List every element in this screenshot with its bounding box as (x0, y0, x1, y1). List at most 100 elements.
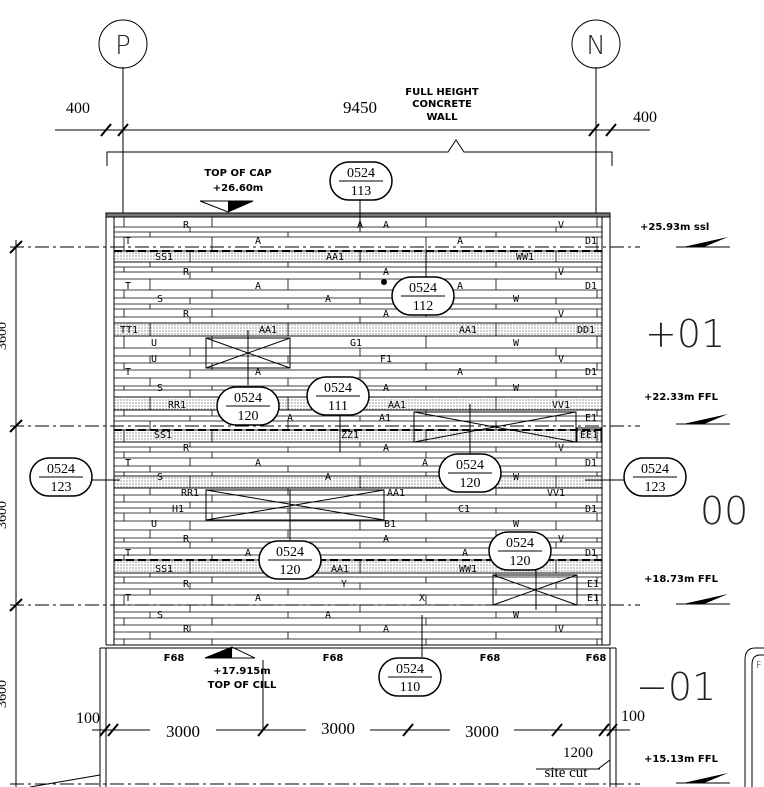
svg-text:+26.60m: +26.60m (213, 183, 263, 194)
panel-letter: W (513, 383, 520, 394)
panel-letter: A (383, 267, 389, 278)
panel-letter: A (383, 309, 389, 320)
svg-text:3600: 3600 (0, 501, 10, 529)
panel-letter: AA1 (387, 488, 405, 499)
panel-letter: R (183, 579, 190, 590)
panel-letter: AA1 (259, 325, 277, 336)
svg-text:3600: 3600 (0, 680, 10, 708)
panel-letter: U (151, 519, 157, 530)
bubble-detail: 111 (328, 399, 348, 414)
panel-letter: R (183, 534, 190, 545)
panel-letter: V (558, 354, 564, 365)
level-ffl-1: +22.33m FFL (644, 392, 719, 403)
panel-letter: A (255, 367, 261, 378)
bubble-detail: 113 (351, 184, 371, 199)
callout-bubble[interactable]: 0524 110 (378, 657, 442, 697)
floor-labels: +01 00 −01 (636, 312, 748, 709)
level-ffl-2: +18.73m FFL (644, 574, 719, 585)
panel-letter: EE1 (580, 430, 598, 441)
panel-letter: A (287, 413, 293, 424)
top-of-cap-marker: TOP OF CAP +26.60m (199, 168, 272, 213)
panel-letter: T (125, 281, 131, 292)
panel-letter: TT1 (120, 325, 138, 336)
panel-letter: V (558, 267, 564, 278)
callout-bubble[interactable]: 0524 113 (329, 161, 393, 201)
dim-top-mid: 9450 (343, 98, 377, 117)
panel-letter: A (457, 236, 463, 247)
panel-letter: E1 (585, 413, 597, 424)
callout-bubbles: 0524113052411205241200524111052412305241… (29, 161, 687, 697)
panel-letter: A (255, 281, 261, 292)
panel-letter: Y (341, 579, 347, 590)
bubble-sheet: 0524 (456, 458, 484, 473)
bubble-sheet: 0524 (324, 381, 352, 396)
panel-letter: ZZ1 (341, 430, 359, 441)
bubble-detail: 112 (413, 299, 433, 314)
panel-letter: A (325, 294, 331, 305)
panel-letter: AA1 (459, 325, 477, 336)
panel-letter: T (125, 548, 131, 559)
panel-letter: A (255, 458, 261, 469)
level-ffl-3: +15.13m FFL (644, 754, 719, 765)
grid-bubble-n[interactable]: N (571, 19, 621, 215)
bubble-sheet: 0524 (47, 462, 75, 477)
svg-text:CONCRETE: CONCRETE (412, 99, 472, 110)
bubble-sheet: 0524 (347, 166, 375, 181)
panel-letter: SS1 (155, 564, 173, 575)
svg-text:3600: 3600 (0, 322, 10, 350)
svg-text:TOP OF CAP: TOP OF CAP (204, 168, 271, 179)
panel-letter: AA1 (388, 400, 406, 411)
footing-mark-2: F68 (323, 653, 344, 664)
bubble-sheet: 0524 (641, 462, 669, 477)
panel-letter: A (383, 624, 389, 635)
bubble-detail: 120 (238, 409, 259, 424)
svg-text:TOP OF CILL: TOP OF CILL (208, 680, 277, 691)
panel-letter: A (457, 281, 463, 292)
bubble-detail: 120 (510, 554, 531, 569)
panel-letter: S (157, 610, 163, 621)
panel-letter: D1 (585, 504, 597, 515)
panel-letter: VV1 (547, 488, 565, 499)
panel-letter: V (558, 220, 564, 231)
panel-letter: D1 (585, 281, 597, 292)
callout-bubble[interactable]: 0524 111 (306, 376, 370, 416)
site-cut-label: site cut (545, 765, 589, 781)
panel-letter: T (125, 458, 131, 469)
bubble-detail: 110 (400, 680, 420, 695)
corner-frame: F (744, 647, 764, 787)
panel-letter: T (125, 236, 131, 247)
footing-mark-3: F68 (480, 653, 501, 664)
panel-letter: D1 (585, 458, 597, 469)
level-markers: +25.93m ssl +22.33m FFL +18.73m FFL +15.… (640, 222, 730, 784)
panel-letter: U (151, 354, 157, 365)
panel-letter: T (125, 593, 131, 604)
grid-label-n: N (586, 31, 605, 61)
floor-label-01: +01 (645, 312, 725, 356)
panel-letter: RR1 (181, 488, 199, 499)
panel-letter: S (157, 383, 163, 394)
panel-letter: R (183, 220, 190, 231)
panel-letter: D1 (585, 367, 597, 378)
grid-bubble-p[interactable]: P (98, 19, 148, 215)
footing: F68 F68 F68 F68 +17.915m TOP OF CILL (99, 644, 617, 787)
dim-bottom-left: 100 (76, 710, 100, 727)
svg-text:+17.915m: +17.915m (213, 666, 270, 677)
panel-letter: VV1 (552, 400, 570, 411)
panel-letter: RR1 (168, 400, 186, 411)
wall-note: FULL HEIGHT CONCRETE WALL (106, 87, 613, 166)
site-cut-value: 1200 (563, 745, 593, 761)
panel-letter: A (422, 458, 428, 469)
panel-letter: R (183, 624, 190, 635)
dim-bottom-2: 3000 (321, 719, 355, 738)
panel-letter: A1 (379, 413, 391, 424)
panel-letter: W (513, 338, 520, 349)
bubble-sheet: 0524 (396, 662, 424, 677)
